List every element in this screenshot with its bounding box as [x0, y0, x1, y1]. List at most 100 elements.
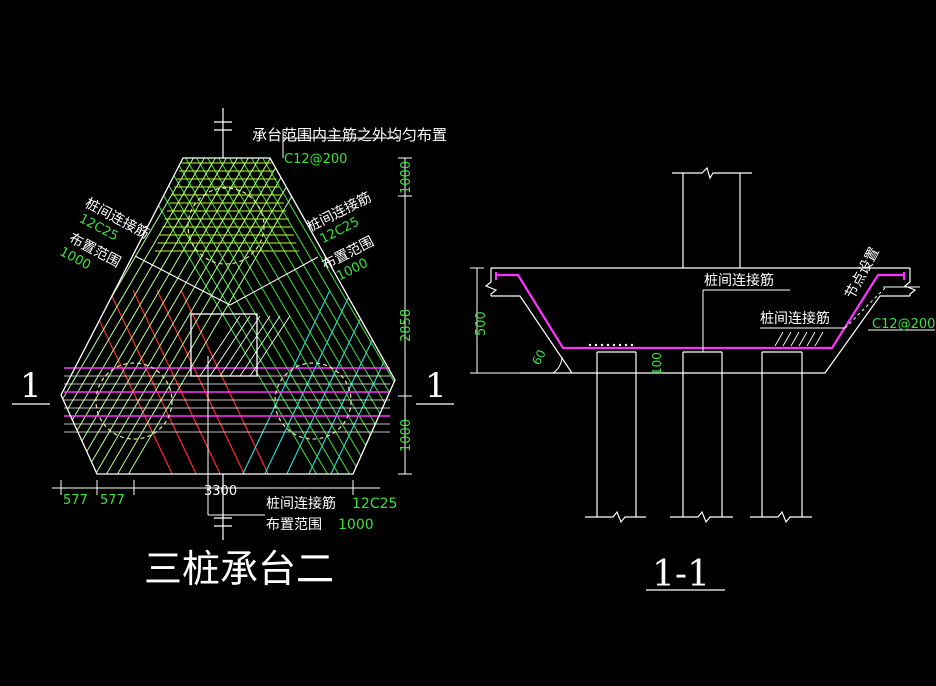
- rebar-red: [84, 289, 176, 474]
- dim-right-bottom: 1000: [399, 419, 414, 452]
- pile-right: [274, 362, 352, 440]
- pile-left-section: [585, 351, 646, 524]
- column-hatch-line: [249, 315, 291, 377]
- dim-bottom-1: 577: [63, 493, 88, 508]
- rebar-green: [124, 158, 326, 474]
- connect-hatch-line: [782, 331, 792, 347]
- rebar-green: [61, 158, 227, 474]
- connect-hatch-line: [790, 331, 800, 347]
- label-bottom-range: 布置范围: [266, 516, 322, 533]
- section-mark-left: 1: [20, 366, 42, 406]
- connect-hatch-line: [774, 331, 784, 347]
- column-hatch-line: [219, 315, 261, 377]
- rebar-green: [196, 158, 395, 474]
- rebar-dot: [630, 343, 634, 347]
- rebar-cyan: [239, 289, 331, 474]
- dim-bottom: [52, 480, 380, 495]
- dim-bottom-3: 3300: [204, 484, 237, 499]
- leader-right-range: [229, 256, 319, 306]
- rebar-red: [108, 289, 200, 474]
- note-top-value: C12@200: [284, 152, 347, 167]
- pile-cap-plan: 1 1 承台范围内主筋之外均匀布置 C12@200 桩间连接筋 12C25 布置…: [12, 108, 454, 591]
- section-dim-angle: 60: [529, 347, 549, 367]
- rebar-green: [240, 158, 395, 474]
- note-top: 承台范围内主筋之外均匀布置: [252, 126, 447, 144]
- column-hatch-line: [209, 315, 251, 377]
- section-mark-right: 1: [425, 366, 447, 406]
- section-dim-100: 100: [650, 352, 664, 375]
- cap-outline: [60, 157, 396, 475]
- rebar-green: [284, 158, 395, 474]
- rebar-green: [80, 158, 282, 474]
- rebar-green: [61, 158, 260, 474]
- rebar-green: [273, 158, 395, 474]
- dim-bottom-2: 577: [100, 493, 125, 508]
- rebar-green: [102, 158, 304, 474]
- leader-left-range: [134, 255, 231, 306]
- section-label-connect-mid: 桩间连接筋: [760, 310, 830, 327]
- rebar-green: [185, 158, 387, 474]
- rebar-green: [119, 158, 321, 474]
- connect-hatch-line: [814, 331, 824, 347]
- label-bottom-connect: 桩间连接筋: [266, 495, 336, 512]
- section-label-node: 节点设置: [842, 245, 882, 302]
- rebar-green: [218, 158, 395, 474]
- column-hatch: [199, 315, 291, 377]
- rebar-dot: [600, 343, 604, 347]
- rebar-green: [113, 158, 315, 474]
- rebar-green: [91, 158, 293, 474]
- section-1-1: 桩间连接筋 桩间连接筋 节点设置 C12@200 500 60 100 1-1: [470, 166, 935, 595]
- rebar-green: [207, 158, 395, 474]
- column-hatch-line: [199, 315, 241, 377]
- rebar-green: [174, 158, 376, 474]
- pile-top: [187, 187, 265, 265]
- dim-right: [398, 157, 412, 475]
- section-label-rebar: C12@200: [872, 317, 935, 332]
- rebar-green: [61, 158, 161, 474]
- rebar-dot: [624, 343, 628, 347]
- rebar-green: [130, 158, 332, 474]
- section-dim-height: 500: [474, 311, 489, 336]
- rebar-dot: [612, 343, 616, 347]
- column-hatch-line: [229, 315, 271, 377]
- rebar-bottom-band: [64, 367, 390, 433]
- rebar-red: [156, 289, 248, 474]
- label-bottom-spec: 12C25: [352, 496, 397, 512]
- rebar-dot: [606, 343, 610, 347]
- plan-title: 三桩承台二: [144, 547, 334, 591]
- rebar-green: [141, 158, 343, 474]
- rebar-green: [251, 158, 395, 474]
- rebar-top-band: [154, 162, 299, 252]
- rebar-green: [152, 158, 354, 474]
- section-title: 1-1: [652, 554, 710, 595]
- main-rebar: [496, 273, 904, 350]
- dim-right-mid: 2858: [399, 309, 414, 342]
- rebar-dots: [588, 343, 634, 347]
- rebar-dot: [618, 343, 622, 347]
- rebar-green: [61, 158, 194, 474]
- dim-right-top: 1000: [399, 161, 414, 194]
- connect-hatch-line: [806, 331, 816, 347]
- rebar-cyan: [327, 289, 395, 474]
- section-label-connect-top: 桩间连接筋: [704, 272, 774, 289]
- pile-right-section: [750, 351, 812, 524]
- column-hatch-line: [239, 315, 281, 377]
- rebar-green: [69, 158, 271, 474]
- column-break: [672, 166, 752, 180]
- rebar-green: [61, 158, 249, 474]
- connect-hatch-line: [798, 331, 808, 347]
- angle-arc: [552, 356, 563, 374]
- cap-bottom-profile: [491, 295, 910, 374]
- rebar-green: [61, 158, 205, 474]
- rebar-green: [61, 158, 238, 474]
- pile-mid-section: [670, 351, 733, 524]
- pile-left: [95, 362, 173, 440]
- rebar-green: [229, 158, 395, 474]
- rebar-green: [61, 158, 216, 474]
- rebar-green: [61, 158, 172, 474]
- rebar-green-right: [61, 158, 326, 474]
- rebar-dot: [594, 343, 598, 347]
- label-bottom-range-value: 1000: [338, 517, 374, 533]
